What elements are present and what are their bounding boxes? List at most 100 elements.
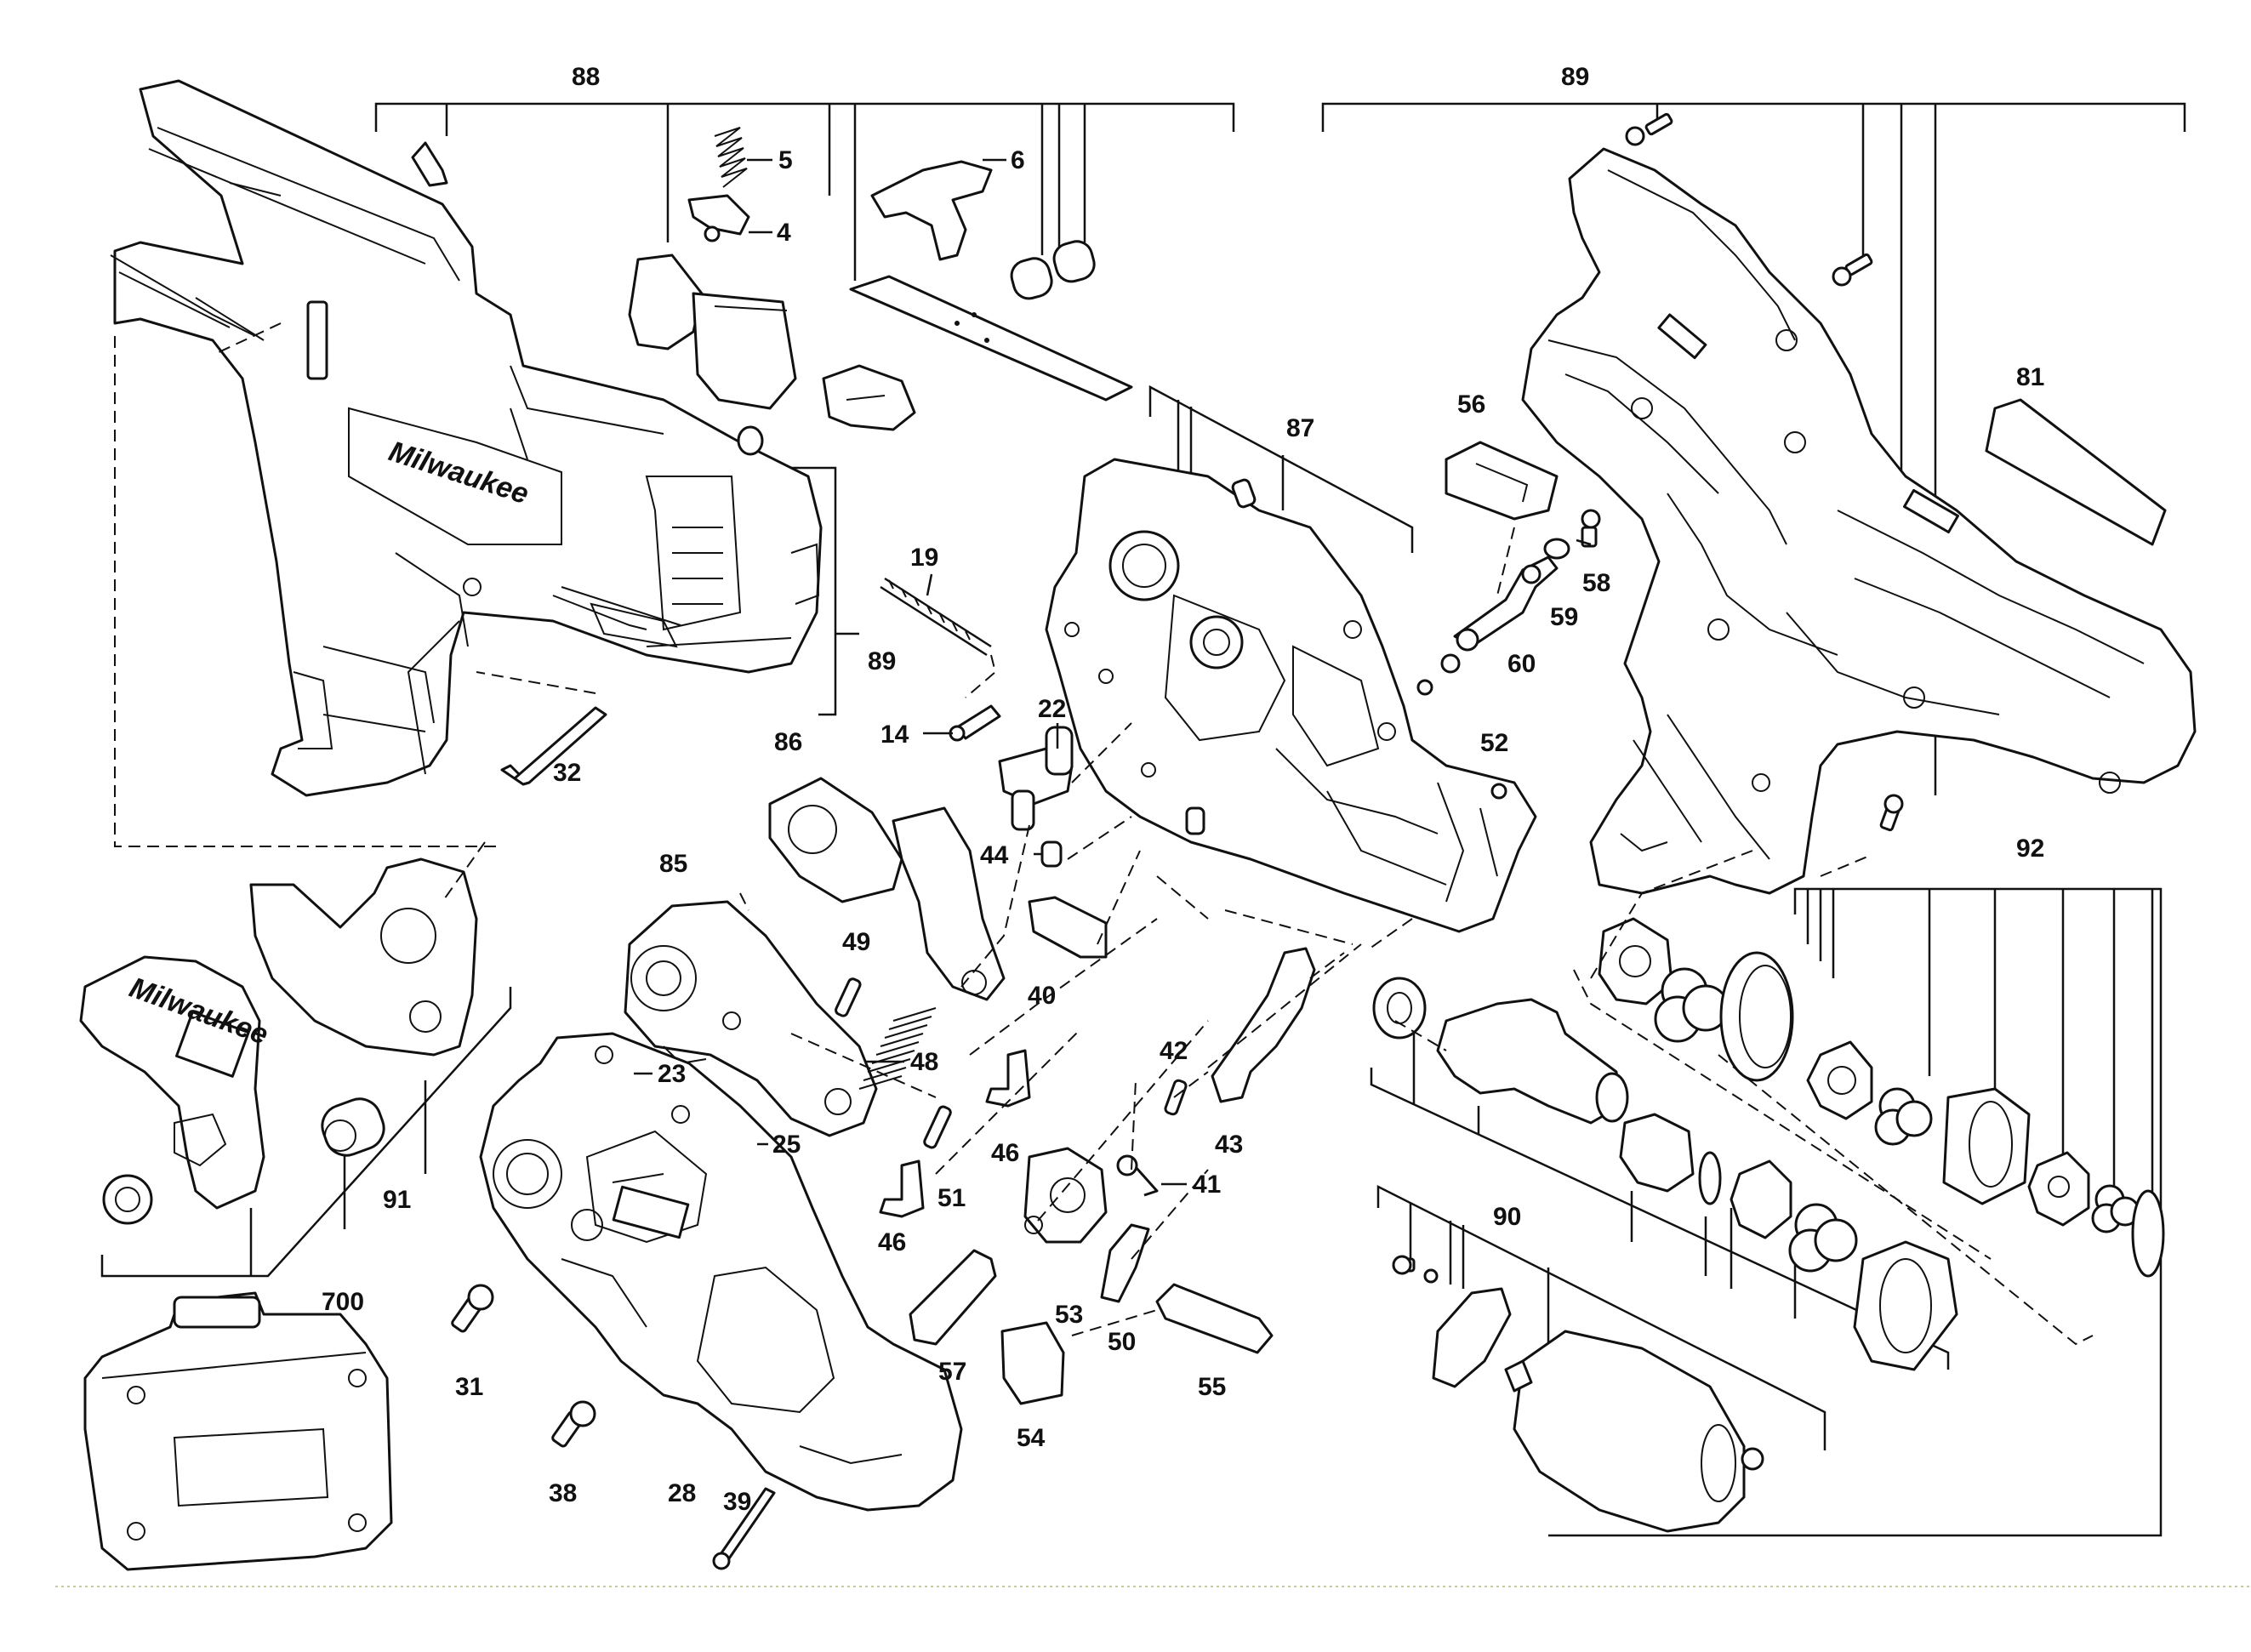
callout-40: 40 [1028, 982, 1056, 1010]
callout-43: 43 [1215, 1131, 1243, 1159]
callout-19: 19 [910, 544, 938, 572]
bracket-part-6 [870, 160, 993, 261]
callout-59: 59 [1550, 603, 1578, 631]
callout-91: 91 [383, 1186, 411, 1214]
carrier-top-3 [2027, 1151, 2090, 1227]
plate-91-back [249, 857, 478, 1057]
planet-gears-top-2 [1874, 1087, 1933, 1146]
callout-32: 32 [553, 759, 581, 787]
washer-59 [1543, 538, 1570, 560]
nut-small [737, 425, 764, 456]
callout-39: 39 [723, 1488, 751, 1516]
right-housing-half [1521, 147, 2197, 895]
label-strip [849, 275, 1133, 402]
callout-58: 58 [1582, 569, 1610, 597]
screw-right-top [1625, 112, 1673, 146]
link-86 [768, 777, 1006, 1001]
screw-31 [451, 1284, 494, 1333]
bracket-92 [1548, 887, 2163, 1537]
guide-lines [114, 322, 2094, 1346]
left-housing-half: Milwaukee [110, 79, 823, 797]
carrier-mid [1730, 1159, 1792, 1239]
lever-60 [1416, 555, 1559, 696]
case-700 [83, 1291, 393, 1571]
callout-54: 54 [1017, 1424, 1046, 1452]
pin-55 [1155, 1283, 1274, 1354]
ring-gear-top [1719, 951, 1794, 1082]
cover-part [822, 364, 916, 431]
gear-85 [624, 900, 878, 1137]
pin-51 [923, 1105, 952, 1149]
clip-46-lower [879, 1159, 925, 1218]
callout-92: 92 [2016, 835, 2044, 863]
callout-46-upper: 46 [991, 1139, 1019, 1167]
lever-50 [1100, 1223, 1150, 1303]
callout-4: 4 [777, 219, 791, 247]
callout-55: 55 [1198, 1373, 1226, 1401]
output-shaft [1436, 998, 1629, 1125]
carrier-top-1 [1598, 917, 1673, 1005]
planet-gears-top-3 [2091, 1184, 2140, 1233]
label-81 [1985, 398, 2167, 546]
callout-89-left: 89 [868, 647, 896, 675]
block-53 [1023, 1147, 1108, 1244]
trigger-and-switch [628, 253, 797, 410]
callout-89-right: 89 [1561, 63, 1589, 91]
callout-49: 49 [842, 928, 870, 956]
gear-housing-87 [1045, 458, 1537, 933]
callout-53: 53 [1055, 1301, 1083, 1329]
callout-31: 31 [455, 1373, 483, 1401]
clip-46-upper [985, 1049, 1031, 1108]
carrier-top-2 [1806, 1040, 1873, 1120]
callout-38: 38 [549, 1479, 577, 1507]
clip-41 [1116, 1154, 1159, 1197]
screw-38 [551, 1400, 596, 1448]
pin-14 [949, 704, 1001, 742]
pin-42 [1164, 1079, 1188, 1116]
callout-56: 56 [1457, 390, 1485, 419]
motor-90 [1504, 1330, 1764, 1533]
bracket-89-left [761, 466, 859, 716]
lever-43 [1211, 947, 1316, 1103]
callout-51: 51 [937, 1184, 966, 1212]
screw-right-low [1879, 794, 1904, 832]
part-top-clip [411, 141, 448, 187]
callout-labels: 88 89 89 87 92 90 91 5 4 6 19 14 22 32 8… [322, 63, 2044, 1516]
washer-top-end [2131, 1189, 2165, 1278]
callout-86: 86 [774, 728, 802, 756]
callout-81: 81 [2016, 363, 2044, 391]
knob-22 [998, 726, 1074, 831]
callout-23: 23 [658, 1060, 686, 1088]
callout-14: 14 [880, 721, 909, 749]
screw-52 [1490, 783, 1507, 800]
plate-91-front: Milwaukee [79, 955, 272, 1210]
bearing-lower [1372, 977, 1427, 1040]
clip-56 [1445, 441, 1559, 521]
callout-25: 25 [772, 1131, 801, 1159]
callout-52: 52 [1480, 729, 1508, 757]
callout-50: 50 [1108, 1328, 1136, 1356]
washer-mid [1698, 1151, 1722, 1205]
ring-top-2 [1942, 1087, 2031, 1205]
motor-plate [1432, 1287, 1512, 1388]
callout-60: 60 [1507, 650, 1536, 678]
planet-gears-mid [1788, 1203, 1858, 1273]
bracket-88 [374, 102, 1235, 281]
sleeves [1010, 240, 1096, 300]
knob-91 [102, 1174, 153, 1225]
callout-5: 5 [778, 146, 793, 174]
sleeve-54 [1000, 1321, 1065, 1405]
lower-housing-28 [479, 1032, 963, 1512]
callout-48: 48 [910, 1048, 938, 1076]
callout-6: 6 [1011, 146, 1025, 174]
callout-87: 87 [1286, 414, 1314, 442]
plug-44 [1040, 840, 1063, 868]
ring-gear-mid [1853, 1240, 1958, 1371]
callout-90: 90 [1493, 1203, 1521, 1231]
screw-32-hex-key [500, 706, 607, 786]
nut-91 [321, 1097, 385, 1157]
bracket-lower-gears [1370, 1028, 1950, 1370]
callout-700: 700 [322, 1288, 364, 1316]
screw-right-mid [1832, 253, 1873, 287]
